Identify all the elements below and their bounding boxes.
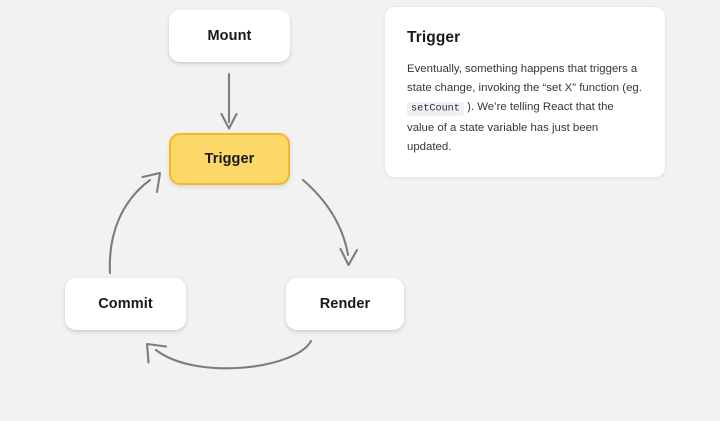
flow-node-render-label: Render <box>319 296 371 312</box>
info-panel-text-before-code: Eventually, something happens that trigg… <box>407 63 642 95</box>
flow-node-mount[interactable]: Mount <box>169 10 290 62</box>
arrow-render-to-commit <box>145 339 313 370</box>
info-panel-description: Eventually, something happens that trigg… <box>407 60 643 157</box>
flow-node-trigger[interactable]: Trigger <box>169 133 290 185</box>
flow-node-mount-label: Mount <box>207 28 252 44</box>
arrow-mount-to-trigger <box>220 72 238 130</box>
info-panel-text-after-code: ). We’re telling React that the value of… <box>407 101 614 153</box>
flow-node-trigger-label: Trigger <box>204 151 255 167</box>
info-panel-title: Trigger <box>407 29 461 46</box>
flow-node-render[interactable]: Render <box>286 278 404 330</box>
flow-node-commit[interactable]: Commit <box>65 278 186 330</box>
flow-node-commit-label: Commit <box>98 296 153 312</box>
code-chip-setcount: setCount <box>407 101 464 116</box>
info-panel: Trigger Eventually, something happens th… <box>384 6 666 179</box>
arrow-trigger-to-render <box>301 178 359 267</box>
arrow-commit-to-trigger <box>108 171 162 275</box>
